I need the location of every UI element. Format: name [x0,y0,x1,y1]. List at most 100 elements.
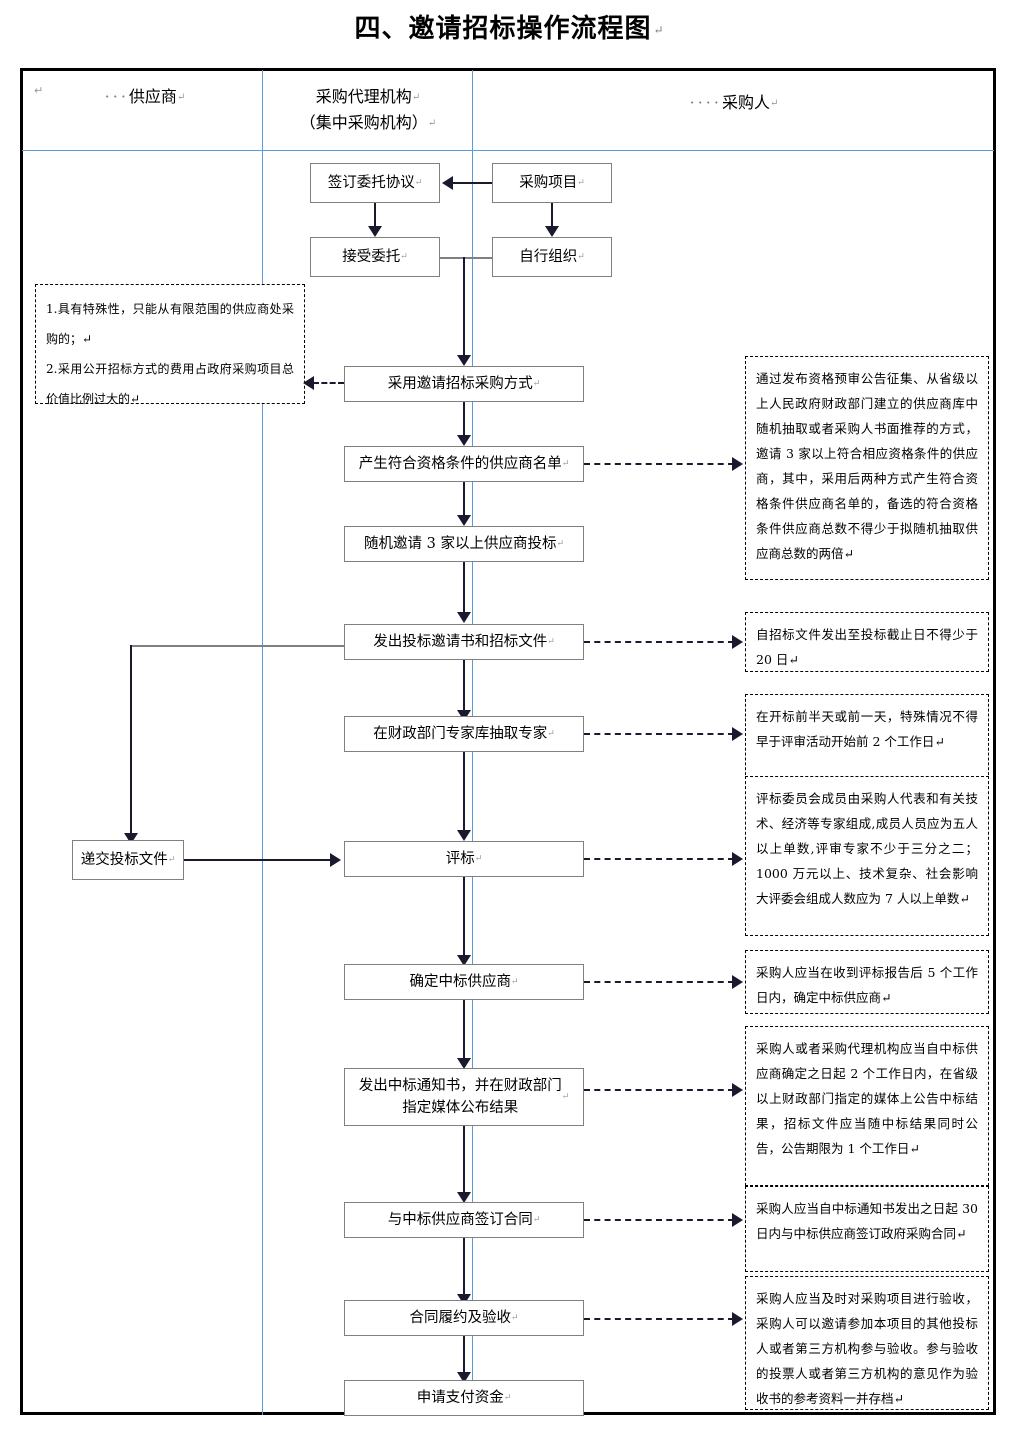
box-sign-agreement[interactable]: 签订委托协议↵ [310,163,440,203]
connector-issue-docs-to-supplier-vertical [130,645,132,835]
arrowhead-submit-to-evaluation [330,853,341,867]
note-evaluation-committee-rule: 评标委员会成员由采购人代表和有关技术、经济等专家组成,成员人员应为五人以上单数,… [745,776,989,936]
connector-contract-to-performance [463,1238,465,1296]
note-invited-tender-conditions: 1.具有特殊性，只能从有限范围的供应商处采购的；↵ 2.采用公开招标方式的费用占… [35,284,305,406]
box-apply-payment[interactable]: 申请支付资金↵ [344,1380,584,1416]
arrowhead-evaluation-to-determine [457,955,471,966]
connector-join-vertical [463,257,465,357]
lane-header-agency: 采购代理机构↵（集中采购机构）↵ [264,84,472,136]
box-sign-contract-label: 与中标供应商签订合同 [387,1212,533,1228]
arrowhead-list-to-rule-note [732,457,743,471]
connector-notice-to-contract [463,1126,465,1194]
connector-invite-to-issue-docs [463,562,465,614]
box-bid-evaluation[interactable]: 评标↵ [344,841,584,877]
connector-issue-docs-to-deadline-note [584,641,734,643]
box-procurement-project[interactable]: 采购项目↵ [492,163,612,203]
lane-label-buyer: 采购人 [721,93,770,112]
lane-divider-supplier-agency [262,70,263,1415]
arrowhead-to-submit-bid-documents [124,833,138,844]
note-bid-deadline-rule: 自招标文件发出至投标截止日不得少于 20 日↵ [745,612,989,672]
connector-join-horizontal [440,257,492,259]
box-qualified-supplier-list[interactable]: 产生符合资格条件的供应商名单↵ [344,446,584,482]
box-invite-three-suppliers[interactable]: 随机邀请 3 家以上供应商投标↵ [344,526,584,562]
connector-evaluation-to-committee-note [584,858,734,860]
box-draw-experts[interactable]: 在财政部门专家库抽取专家↵ [344,716,584,752]
box-issue-notice-publish-label: 发出中标通知书，并在财政部门 指定媒体公布结果 [358,1078,562,1116]
arrowhead-invite-to-issue-docs [457,612,471,623]
arrowhead-performance-to-acceptance-note [732,1312,743,1326]
connector-performance-to-payment [463,1336,465,1374]
connector-performance-to-acceptance-note [584,1318,734,1320]
arrowhead-tender-to-list [457,435,471,446]
connector-submit-to-evaluation [184,859,332,861]
arrowhead-to-invited-tender [457,355,471,366]
lane-dots-buyer: ···· [689,93,722,112]
box-submit-bid-documents-label: 递交投标文件 [80,852,168,868]
connector-list-to-rule-note [584,463,734,465]
connector-draw-experts-to-evaluation [463,752,465,832]
connector-issue-docs-to-supplier-horizontal [130,645,345,647]
box-apply-payment-label: 申请支付资金 [416,1390,504,1406]
page-title-text: 四、邀请招标操作流程图 [354,14,652,44]
arrowhead-project-to-agreement [442,176,453,190]
lane-corner-pilcrow: ↵ [34,85,44,97]
connector-notice-to-announcement-note [584,1089,734,1091]
arrowhead-list-to-invite [457,515,471,526]
connector-project-to-self-organize [551,203,553,226]
arrowhead-agreement-to-accept [368,226,382,237]
arrowhead-draw-experts-to-note [732,727,743,741]
pilcrow-mark: ↵ [653,23,665,37]
connector-determine-to-note [584,981,734,983]
box-determine-winner[interactable]: 确定中标供应商↵ [344,964,584,1000]
connector-project-to-agreement [453,182,492,184]
note-announcement-rule: 采购人或者采购代理机构应当自中标供应商确定之日起 2 个工作日内，在省级以上财政… [745,1026,989,1186]
arrowhead-contract-to-performance [457,1294,471,1305]
connector-determine-to-notice [463,1000,465,1060]
lane-label-agency-line2: （集中采购机构） [299,113,428,132]
connector-tender-to-conditions-note [313,382,344,384]
box-issue-notice-publish[interactable]: 发出中标通知书，并在财政部门 指定媒体公布结果↵ [344,1068,584,1126]
box-bid-evaluation-label: 评标 [445,851,475,867]
arrowhead-issue-docs-to-deadline-note [732,635,743,649]
arrowhead-issue-docs-to-draw-experts [457,710,471,721]
box-use-invited-tender-label: 采用邀请招标采购方式 [387,376,533,392]
connector-draw-experts-to-note [584,733,734,735]
lane-label-agency-line1: 采购代理机构 [315,87,412,106]
arrowhead-notice-to-contract [457,1192,471,1203]
page-title: 四、邀请招标操作流程图↵ [0,8,1019,45]
note-supplier-list-rule: 通过发布资格预审公告征集、从省级以上人民政府财政部门建立的供应商库中随机抽取或者… [745,356,989,580]
connector-list-to-invite [463,482,465,517]
lane-pilcrow-agency-1: ↵ [411,92,421,103]
box-issue-invitation-docs-label: 发出投标邀请书和招标文件 [373,634,548,650]
arrowhead-notice-to-announcement-note [732,1083,743,1097]
box-accept-commission[interactable]: 接受委托↵ [310,237,440,277]
note-contract-sign-rule: 采购人应当自中标通知书发出之日起 30 日内与中标供应商签订政府采购合同↵ [745,1186,989,1272]
box-draw-experts-label: 在财政部门专家库抽取专家 [373,726,548,742]
box-contract-performance-label: 合同履约及验收 [409,1310,511,1326]
box-contract-performance[interactable]: 合同履约及验收↵ [344,1300,584,1336]
lane-dots-supplier: ··· [104,87,129,106]
arrowhead-contract-to-note [732,1213,743,1227]
box-accept-commission-label: 接受委托 [342,249,401,265]
connector-evaluation-to-determine [463,877,465,957]
box-issue-invitation-docs[interactable]: 发出投标邀请书和招标文件↵ [344,624,584,660]
arrowhead-determine-to-note [732,975,743,989]
box-submit-bid-documents[interactable]: 递交投标文件↵ [72,840,184,880]
connector-contract-to-note [584,1219,734,1221]
arrowhead-determine-to-notice [457,1058,471,1069]
box-use-invited-tender[interactable]: 采用邀请招标采购方式↵ [344,366,584,402]
connector-tender-to-list [463,402,465,437]
arrowhead-performance-to-payment [457,1372,471,1383]
box-sign-contract[interactable]: 与中标供应商签订合同↵ [344,1202,584,1238]
box-qualified-supplier-list-label: 产生符合资格条件的供应商名单 [358,456,562,472]
lane-header-supplier: ···供应商↵ [30,84,260,110]
arrowhead-project-to-self-organize [545,226,559,237]
box-determine-winner-label: 确定中标供应商 [409,974,511,990]
box-self-organize[interactable]: 自行组织↵ [492,237,612,277]
note-acceptance-rule: 采购人应当及时对采购项目进行验收，采购人可以邀请参加本项目的其他投标人或者第三方… [745,1276,989,1410]
box-self-organize-label: 自行组织 [519,249,578,265]
lane-header-buyer: ····采购人↵ [474,90,994,116]
arrowhead-evaluation-to-committee-note [732,852,743,866]
box-procurement-project-label: 采购项目 [519,175,578,191]
